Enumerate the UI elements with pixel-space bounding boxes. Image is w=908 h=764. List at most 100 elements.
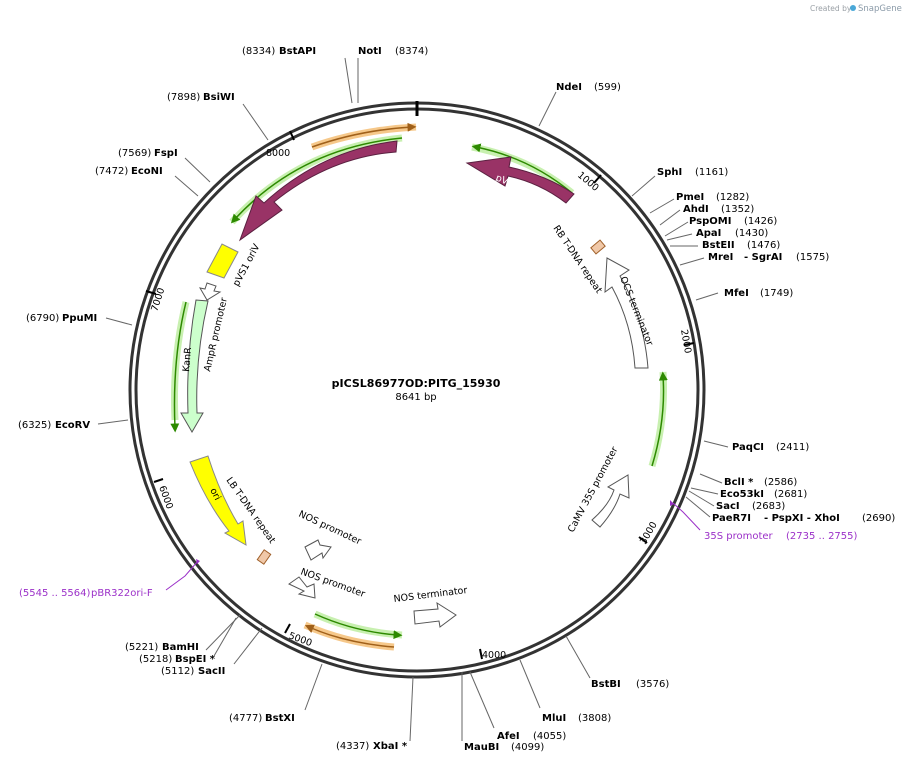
site-pos: (1749) (760, 288, 793, 299)
site-name: BsiWI (203, 92, 235, 103)
orf-bottom-orange (303, 621, 395, 651)
pvs1-oriv-label: pVS1 oriV (231, 242, 263, 289)
site-pos: (3808) (578, 713, 611, 724)
site-pos: (3576) (636, 679, 669, 690)
site-sacII: (5112) SacII (161, 666, 225, 677)
site-pspOMI: PspOMI (1426) (689, 216, 777, 227)
site-eco53kI: Eco53kI (2681) (720, 489, 807, 500)
site-name: MauBI (464, 742, 499, 753)
site-name: BstEII (702, 240, 735, 251)
site-name: AhdI (683, 204, 709, 215)
site-pos: (2586) (764, 477, 797, 488)
site-mreI: MreI - SgrAI (1575) (708, 252, 829, 263)
primer-35s-promoter: 35S promoter (2735 .. 2755) (704, 531, 858, 542)
site-pos: (2411) (776, 442, 809, 453)
site-sacI-right: SacI (2683) (716, 501, 785, 512)
site-pos: (1575) (796, 252, 829, 263)
tick-8000 (289, 130, 295, 141)
site-name: BspEI * (175, 654, 216, 665)
site-pos: (1161) (695, 167, 728, 178)
site-bclI: BclI * (2586) (724, 477, 797, 488)
orf-top-orange (310, 122, 417, 151)
site-pos: (599) (594, 82, 621, 93)
site-pos: (2681) (774, 489, 807, 500)
site-name: EcoNI (131, 166, 163, 177)
site-name: BstBI (591, 679, 621, 690)
feature-nos-promoter-1: NOS promoter (297, 509, 363, 561)
nos-terminator-label: NOS terminator (393, 585, 468, 605)
site-pos: (1352) (721, 204, 754, 215)
site-name: SacI (716, 501, 740, 512)
site-mfeI: MfeI (1749) (724, 288, 793, 299)
site-name: PpuMI (62, 313, 97, 324)
site-pos: (4099) (511, 742, 544, 753)
site-name: MfeI (724, 288, 749, 299)
feature-rb-repeat: RB T-DNA repeat (551, 224, 606, 296)
tick-3000 (638, 536, 648, 544)
site-pos: (2690) (862, 513, 895, 524)
site-notI: NotI (8374) (358, 46, 428, 57)
site-bstXI: (4777) BstXI (229, 713, 295, 724)
feature-nos-terminator: NOS terminator (393, 585, 468, 628)
site-pos: (8374) (395, 46, 428, 57)
site-pos: (1476) (747, 240, 780, 251)
site-pos: (7898) (167, 92, 200, 103)
site-name: Eco53kI (720, 489, 764, 500)
tick-label-4000: 4000 (482, 650, 506, 661)
feature-pvs1-oriv: pVS1 oriV (206, 242, 263, 289)
site-pos: (4337) (336, 741, 369, 752)
tick-5000 (284, 623, 291, 634)
site-pos: (1282) (716, 192, 749, 203)
tick-label-7000: 7000 (149, 287, 167, 313)
site-xbaI: (4337) XbaI * (336, 741, 408, 752)
site-sphI: SphI (1161) (657, 167, 728, 178)
site-name: BamHI (162, 642, 199, 653)
tick-7000 (145, 290, 157, 295)
site-pos: (6790) (26, 313, 59, 324)
site-name: PspOMI (689, 216, 731, 227)
site-name: SacII (198, 666, 225, 677)
site-bsiWI: (7898) BsiWI (167, 92, 235, 103)
rb-repeat-label: RB T-DNA repeat (551, 224, 605, 296)
nos-promoter-1-label: NOS promoter (297, 509, 363, 548)
site-fspI: (7569) FspI (118, 148, 178, 159)
primer-pbr322-marker-icon (196, 559, 200, 564)
site-bstEII: BstEII (1476) (702, 240, 780, 251)
feature-kanr: KanR (170, 299, 209, 433)
primer-name: 35S promoter (704, 531, 774, 542)
tick-label-8000: 8000 (266, 148, 290, 159)
tick-label-3000: 3000 (638, 520, 660, 546)
plasmid-size: 8641 bp (395, 392, 436, 403)
site-pos: (6325) (18, 420, 51, 431)
site-name: MluI (542, 713, 566, 724)
site-extra: - PspXI - XhoI (764, 513, 840, 524)
site-pos: (5112) (161, 666, 194, 677)
site-ppuMI: (6790) PpuMI (26, 313, 97, 324)
site-pos: (7569) (118, 148, 151, 159)
orf-right-green (648, 371, 668, 468)
site-afeI: AfeI (4055) (497, 731, 566, 742)
primer-leader-lines (165, 502, 701, 591)
site-ahdI: AhdI (1352) (683, 204, 754, 215)
site-bspEI: (5218) BspEI * (139, 654, 216, 665)
site-pmeI: PmeI (1282) (676, 192, 749, 203)
site-bstAPI: (8334) BstAPI (242, 46, 316, 57)
site-apaI: ApaI (1430) (696, 228, 768, 239)
orf-bottom-green (313, 610, 403, 640)
feature-ori: ori (189, 455, 247, 546)
site-pos: (5218) (139, 654, 172, 665)
tick-6000 (153, 478, 164, 483)
site-ecoNI: (7472) EcoNI (95, 166, 163, 177)
tick-2000 (683, 342, 695, 346)
tick-4000 (479, 648, 483, 660)
feature-camv-35s: CaMV 35S promoter (566, 445, 630, 534)
primer-pbr322ori-f: (5545 .. 5564) pBR322ori-F (19, 588, 153, 599)
site-name: MreI (708, 252, 733, 263)
site-leader-lines (97, 57, 729, 742)
site-name: BstXI (265, 713, 295, 724)
site-pos: (8334) (242, 46, 275, 57)
site-mauBI: MauBI (4099) (464, 742, 544, 753)
kanr-label: KanR (181, 346, 194, 372)
site-name: BclI * (724, 477, 754, 488)
credit-prefix: Created by (810, 4, 852, 13)
